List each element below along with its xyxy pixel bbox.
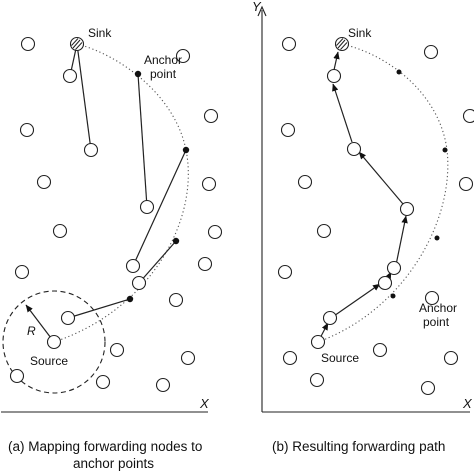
panel-b-ideal-curve	[317, 43, 449, 343]
panel-a-node	[46, 334, 62, 350]
panel-a-anchor-point	[126, 295, 134, 303]
panel-b-node	[458, 176, 474, 192]
panel-b-anchor-point	[396, 69, 402, 75]
panel-a-node	[14, 264, 30, 280]
panel-a-caption-line2: anchor points	[73, 456, 154, 471]
panel-a-node	[95, 374, 111, 390]
panel-a-node	[52, 223, 68, 239]
panel-b-node	[399, 201, 415, 217]
panel-b: Y X	[252, 0, 474, 454]
panel-b-anchor-label-line2: point	[423, 315, 450, 329]
panel-b-path-segment	[395, 215, 408, 266]
panel-b-node	[420, 380, 436, 396]
panel-a-node	[60, 310, 76, 326]
panel-a-node	[203, 108, 219, 124]
panel-a: X R	[1, 26, 223, 471]
panel-a-anchor-point	[172, 237, 180, 245]
panel-a-node	[207, 224, 223, 240]
panel-b-node	[277, 264, 293, 280]
panel-a-caption-line1: (a) Mapping forwarding nodes to	[8, 439, 202, 454]
panel-a-anchor-point	[182, 146, 190, 154]
panel-a-node	[131, 275, 147, 291]
panel-a-node	[155, 377, 171, 393]
panel-b-anchor-point	[442, 147, 448, 153]
panel-b-sink-label: Sink	[348, 26, 372, 40]
panel-b-caption: (b) Resulting forwarding path	[272, 439, 445, 454]
panel-b-path-segment	[330, 283, 381, 319]
panel-b-y-axis-label: Y	[252, 0, 262, 14]
panel-a-node	[175, 48, 191, 64]
panel-b-anchor-label-line1: Anchor	[419, 301, 457, 315]
panel-a-source-label: Source	[30, 354, 68, 368]
panel-a-sink-node	[69, 36, 85, 52]
panel-b-node	[297, 174, 313, 190]
panel-b-node	[280, 122, 296, 138]
panel-a-node	[83, 142, 99, 158]
panel-b-node	[309, 372, 325, 388]
panel-a-node	[36, 174, 52, 190]
panel-a-ideal-curve	[53, 43, 189, 343]
panel-a-link	[67, 298, 131, 319]
panel-b-path-segment	[358, 151, 404, 205]
panel-a-anchor-label-line2: point	[150, 67, 177, 81]
panel-b-path-segment	[333, 51, 340, 71]
panel-a-link	[138, 240, 177, 284]
panel-b-node	[443, 350, 459, 366]
panel-a-radius-label: R	[27, 324, 36, 338]
panel-b-x-axis-label: X	[462, 396, 473, 411]
panel-b-node	[462, 108, 474, 124]
panel-b-node	[424, 290, 440, 306]
panel-a-node	[20, 36, 36, 52]
panel-a-node	[201, 176, 217, 192]
panel-a-node	[180, 350, 196, 366]
panel-b-node	[326, 68, 342, 84]
panel-b-anchor-point	[434, 235, 440, 241]
panel-a-anchor-point	[134, 70, 142, 78]
panel-b-anchor-point	[390, 293, 396, 299]
panel-a-anchor-label-line1: Anchor	[144, 53, 182, 67]
panel-b-source-label: Source	[321, 351, 359, 365]
panel-a-node	[9, 368, 25, 384]
panel-b-node	[346, 141, 362, 157]
panel-b-node	[372, 342, 388, 358]
panel-a-node	[19, 122, 35, 138]
panel-a-radius-line	[25, 304, 55, 343]
panel-a-sink-label: Sink	[88, 26, 112, 40]
panel-a-node	[139, 199, 155, 215]
panel-b-path-segment	[332, 83, 353, 143]
panel-b-sink-node	[334, 36, 350, 52]
panel-b-node	[423, 44, 439, 60]
panel-a-x-axis-label: X	[199, 396, 210, 411]
panel-b-node	[322, 310, 338, 326]
panel-b-node	[282, 350, 298, 366]
panel-a-node	[62, 68, 78, 84]
panel-a-node	[197, 256, 213, 272]
panel-a-node	[109, 342, 125, 358]
panel-b-y-arrow	[257, 5, 267, 17]
panel-b-node	[316, 223, 332, 239]
panel-b-node	[377, 275, 393, 291]
panel-a-link	[137, 73, 148, 208]
panel-a-range-circle	[2, 290, 106, 394]
panel-a-link	[132, 149, 187, 267]
panel-b-node	[281, 36, 297, 52]
panel-a-link	[76, 43, 92, 151]
panel-a-node	[125, 258, 141, 274]
panel-a-node	[168, 292, 184, 308]
panel-b-node	[310, 334, 326, 350]
panel-b-node	[386, 260, 402, 276]
